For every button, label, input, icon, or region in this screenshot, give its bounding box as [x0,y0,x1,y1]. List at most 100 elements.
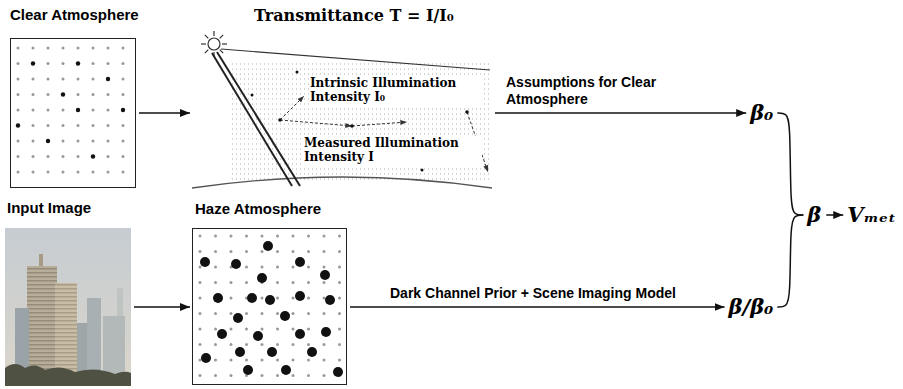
particle-dot [245,359,248,362]
particle-dot [121,108,125,112]
particle-dot [107,93,110,96]
particle-dot [231,259,241,269]
particle-dot [295,291,305,301]
particle-dot [17,155,20,158]
math-symbol: Vₘₑₜ [847,202,896,227]
flow-arrow [350,306,725,308]
particle-dot [17,109,20,112]
coefficient-symbol: β₀ [748,100,775,125]
math-symbol: β₀ [750,100,773,125]
particle-dot [292,343,295,346]
particle-dot [230,374,233,377]
particle-dot [257,273,267,283]
particle-dot [199,297,202,300]
particle-dot [122,171,125,174]
particle-dot [77,140,80,143]
particle-dot [32,140,35,143]
particle-dot [261,297,264,300]
particle-dot [295,257,305,267]
particle-dot [199,250,202,253]
particle-dot [307,235,310,238]
particle-dot [32,124,35,127]
art-shape [87,298,101,373]
particle-dot [323,297,326,300]
layer-dotted-line [232,124,492,125]
particle-dot [17,93,20,96]
particle-dot [47,109,50,112]
particle-dot [47,124,50,127]
particle-dot [338,250,341,253]
particle-dot [276,281,279,284]
particle-dot [214,343,217,346]
math-symbol: β/β₀ [729,294,774,319]
particle-dot [62,124,65,127]
particle-dot [280,311,290,321]
art-shape [208,38,220,50]
particle-dot [333,367,343,377]
input-photo [5,228,131,386]
particle-dot [276,343,279,346]
particle-dot [92,47,95,50]
particle-dot [323,359,326,362]
particle-dot [107,47,110,50]
particle-dot [91,154,95,158]
particle-dot [62,78,65,81]
particle-dot [107,109,110,112]
particle-dot [62,155,65,158]
particle-dot [276,235,279,238]
merge-brace [777,113,803,215]
particle-dot [263,241,273,251]
particle-dot [230,343,233,346]
particle-dot [292,359,295,362]
particle-dot [17,140,20,143]
particle-dot [230,359,233,362]
layer-dotted-line [232,69,492,70]
layer-dotted-line [232,74,492,75]
art-shape [350,124,354,128]
particle-dot [245,250,248,253]
particle-dot [292,328,295,331]
art-shape [352,122,407,126]
art-shape [220,50,224,54]
flow-arrow [495,112,746,114]
particle-dot [200,257,210,267]
particle-dot [214,266,217,269]
particle-dot [276,312,279,315]
particle-dot [233,313,243,323]
particle-dot [214,328,217,331]
particle-dot [292,281,295,284]
particle-dot [47,62,50,65]
layer-dotted-line [232,114,492,115]
art-shape [280,96,304,120]
scattering-arrows [280,96,488,172]
particle-dot [122,155,125,158]
particle-dot [230,297,233,300]
particle-dot [243,365,253,375]
atmosphere-layers [232,64,492,179]
particle-dot [245,343,248,346]
art-shape [217,52,300,186]
particle-dot [17,171,20,174]
particle-dot [292,374,295,377]
particle-dot [307,266,310,269]
particle-dot [199,374,202,377]
particle-dot [338,297,341,300]
particle-dot [307,328,310,331]
art-shape [201,43,206,44]
art-shape [251,94,254,97]
particle-dot [261,266,264,269]
particle-dot [77,171,80,174]
particle-dot [199,266,202,269]
particle-dot [338,266,341,269]
flow-arrow [826,214,843,216]
formula-label: Transmittance T = I/I₀ [254,6,454,25]
flow-arrow [139,112,190,114]
particle-dot [47,155,50,158]
art-shape [421,169,424,172]
particle-dot [320,270,330,280]
coefficient-symbol: β [805,202,823,227]
particle-dot [122,47,125,50]
particle-dot [245,281,248,284]
particle-dot [32,78,35,81]
